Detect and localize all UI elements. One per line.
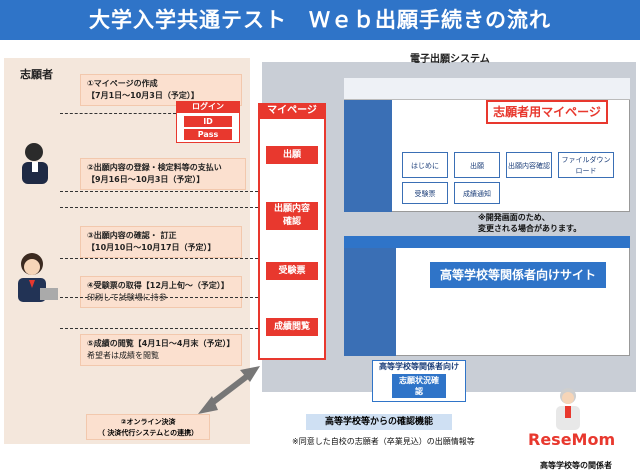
tile-confirm[interactable]: 出願内容確認 [506, 152, 552, 178]
school-site-label: 高等学校等関係者向けサイト [430, 262, 606, 288]
step-2: ②出願内容の登録・検定料等の支払い 【9月16日～10月3日（予定）】 [80, 158, 246, 190]
arrow-confirm-2 [60, 258, 258, 259]
login-pass-field[interactable]: Pass [184, 129, 232, 140]
tile-download[interactable]: ファイルダウンロード [558, 152, 614, 178]
applicant-label: 志願者 [20, 68, 53, 81]
ticket-button[interactable]: 受験票 [266, 262, 318, 280]
dev-note: ※開発画面のため、 変更される場合があります。 [478, 213, 582, 233]
confirm-button[interactable]: 出願内容確認 [266, 202, 318, 230]
school-screenshot-sidebar [344, 248, 396, 356]
tile-score[interactable]: 成績通知 [454, 182, 500, 204]
student-male-icon [14, 140, 56, 186]
tile-intro[interactable]: はじめに [402, 152, 448, 178]
system-title: 電子出願システム [410, 54, 490, 65]
school-screenshot-topbar [344, 236, 630, 248]
step-3: ③出願内容の確認・ 訂正 【10月10日～10月17日（予定）】 [80, 226, 242, 258]
school-person-icon [546, 386, 592, 432]
confirm-function-note: ※同意した自校の志願者（卒業見込）の出願情報等 [292, 437, 475, 446]
student-female-icon [10, 250, 60, 306]
tile-apply[interactable]: 出願 [454, 152, 500, 178]
score-button[interactable]: 成績閲覧 [266, 318, 318, 336]
online-payment-box: ②オンライン決済 （ 決済代行システムとの連携） [86, 414, 210, 440]
applicant-mypage-label: 志願者用マイページ [486, 100, 608, 124]
tile-ticket[interactable]: 受験票 [402, 182, 448, 204]
school-person-label: 高等学校等の関係者 [540, 461, 612, 470]
login-id-field[interactable]: ID [184, 116, 232, 127]
step-1: ①マイページの作成 【7月1日～10月3日（予定）】 [80, 74, 242, 106]
page-title: 大学入学共通テスト Ｗｅｂ出願手続きの流れ [0, 0, 640, 40]
mypage-header: マイページ [258, 103, 326, 119]
double-arrow [198, 366, 260, 414]
arrow-ticket [60, 297, 258, 298]
login-label: ログイン [176, 101, 240, 113]
step-4: ④受験票の取得【12月上旬～（予定）】 印刷して試験場に持参 [80, 276, 242, 308]
confirm-function-label: 高等学校等からの確認機能 [306, 414, 452, 430]
school-box-title: 高等学校等関係者向け [379, 362, 459, 371]
screenshot-sidebar [344, 100, 392, 212]
arrow-login [60, 113, 176, 114]
screenshot-topbar [344, 78, 630, 100]
step-5: ⑤成績の閲覧【4月1日～4月末（予定）】 希望者は成績を閲覧 [80, 334, 242, 366]
apply-button[interactable]: 出願 [266, 146, 318, 164]
arrow-apply [60, 191, 258, 192]
watermark: ReseMom [528, 430, 616, 449]
mypage-column [258, 103, 326, 360]
arrow-score [60, 328, 258, 329]
application-status-button[interactable]: 志願状況確認 [392, 374, 446, 398]
arrow-confirm-1 [60, 207, 258, 208]
